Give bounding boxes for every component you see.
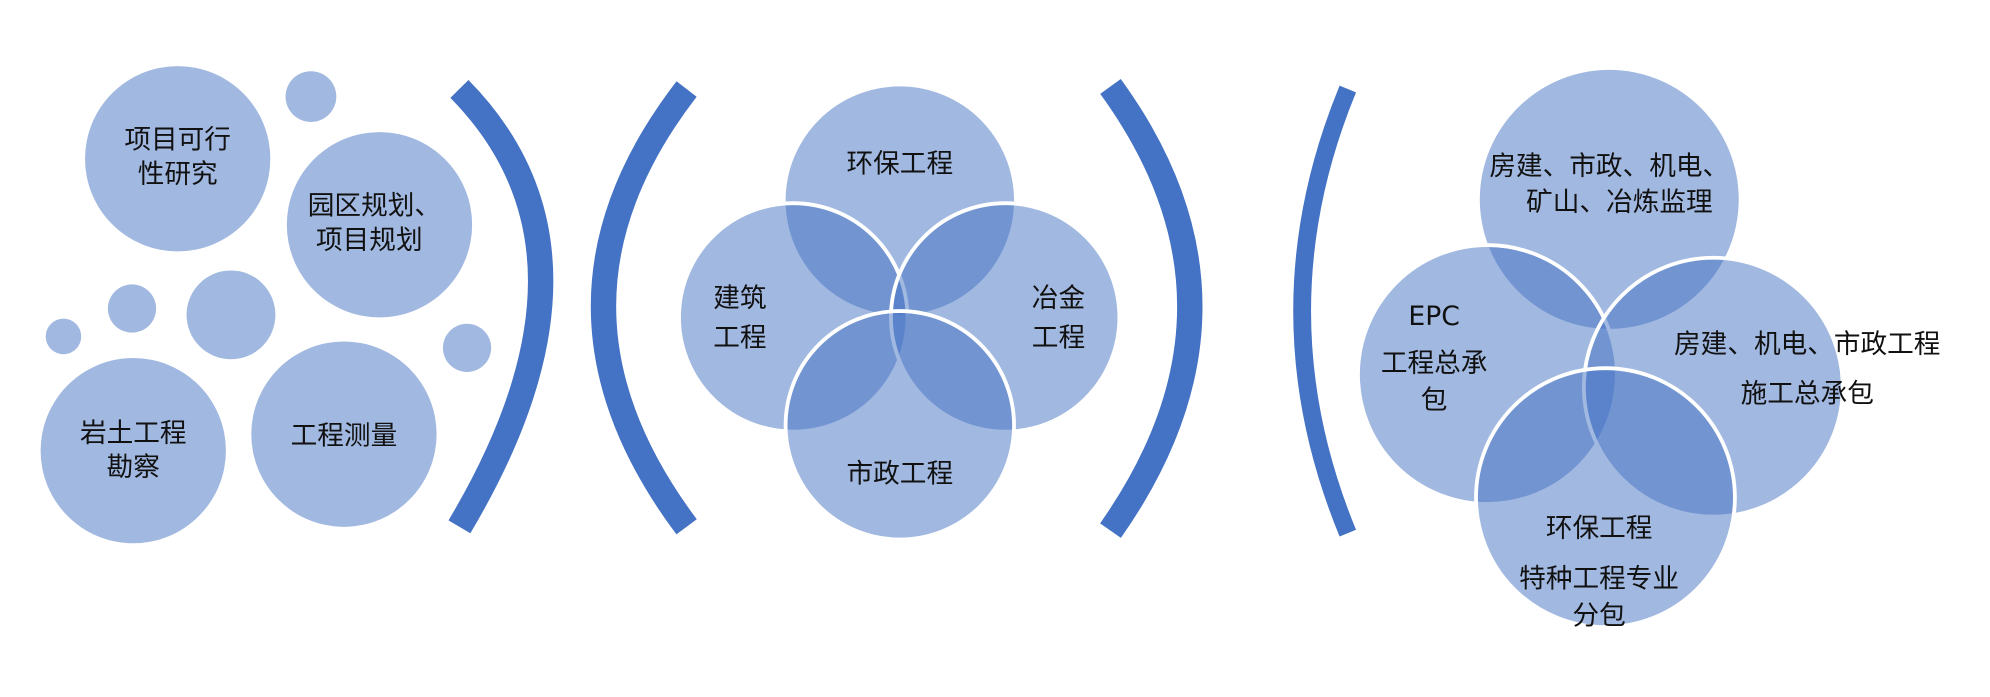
bracket-close-1 [448, 80, 554, 534]
bubble-small [186, 270, 276, 360]
label-feasibility-2: 性研究 [138, 159, 218, 190]
services-group: 房建、市政、机电、 矿山、冶炼监理 EPC 工程总承 包 房建、机电、市政工程 … [1356, 69, 1940, 632]
label-construction-2: 施工总承包 [1741, 378, 1874, 409]
bracket-close-2 [1100, 78, 1203, 538]
label-geotech-2: 勘察 [107, 452, 160, 483]
label-supervision-1: 房建、市政、机电、 [1489, 151, 1729, 182]
label-special-2: 特种工程专业 [1519, 564, 1679, 595]
label-planning-1: 园区规划、 [308, 191, 441, 222]
bubble-small [442, 323, 492, 372]
label-epc-2: 工程总承 [1381, 348, 1488, 379]
bracket-open-2 [1293, 85, 1357, 537]
bubble-small [285, 71, 337, 122]
label-building-1: 建筑 [713, 283, 766, 314]
bracket-open-1 [590, 81, 697, 535]
engineering-types-group: 环保工程 建筑 工程 冶金 工程 市政工程 [677, 86, 1122, 542]
label-metallurgy-2: 工程 [1032, 323, 1085, 354]
label-feasibility-1: 项目可行 [124, 125, 231, 156]
label-planning-2: 项目规划 [316, 225, 423, 256]
label-municipal: 市政工程 [847, 458, 954, 489]
label-epc-1: EPC [1408, 301, 1460, 332]
bubble-planning [286, 132, 473, 318]
label-construction-1: 房建、机电、市政工程 [1674, 329, 1940, 360]
bubble-feasibility [85, 66, 271, 252]
label-geotech-1: 岩土工程 [80, 418, 187, 449]
survey-design-group: 项目可行 性研究 园区规划、 项目规划 岩土工程 勘察 工程测量 [40, 66, 492, 544]
circle-municipal [783, 309, 1016, 542]
bubble-small [45, 318, 82, 355]
label-metallurgy-1: 冶金 [1032, 283, 1085, 314]
label-supervision-2: 矿山、冶炼监理 [1526, 187, 1713, 218]
circle-special [1474, 366, 1737, 629]
bubble-survey [251, 341, 437, 527]
label-epc-3: 包 [1421, 385, 1448, 416]
label-env: 环保工程 [847, 149, 954, 180]
label-special-1: 环保工程 [1546, 513, 1653, 544]
label-special-3: 分包 [1572, 601, 1625, 632]
label-survey: 工程测量 [291, 420, 398, 451]
bubble-geotech [40, 358, 226, 544]
bubble-small [107, 284, 157, 333]
label-building-2: 工程 [713, 323, 766, 354]
